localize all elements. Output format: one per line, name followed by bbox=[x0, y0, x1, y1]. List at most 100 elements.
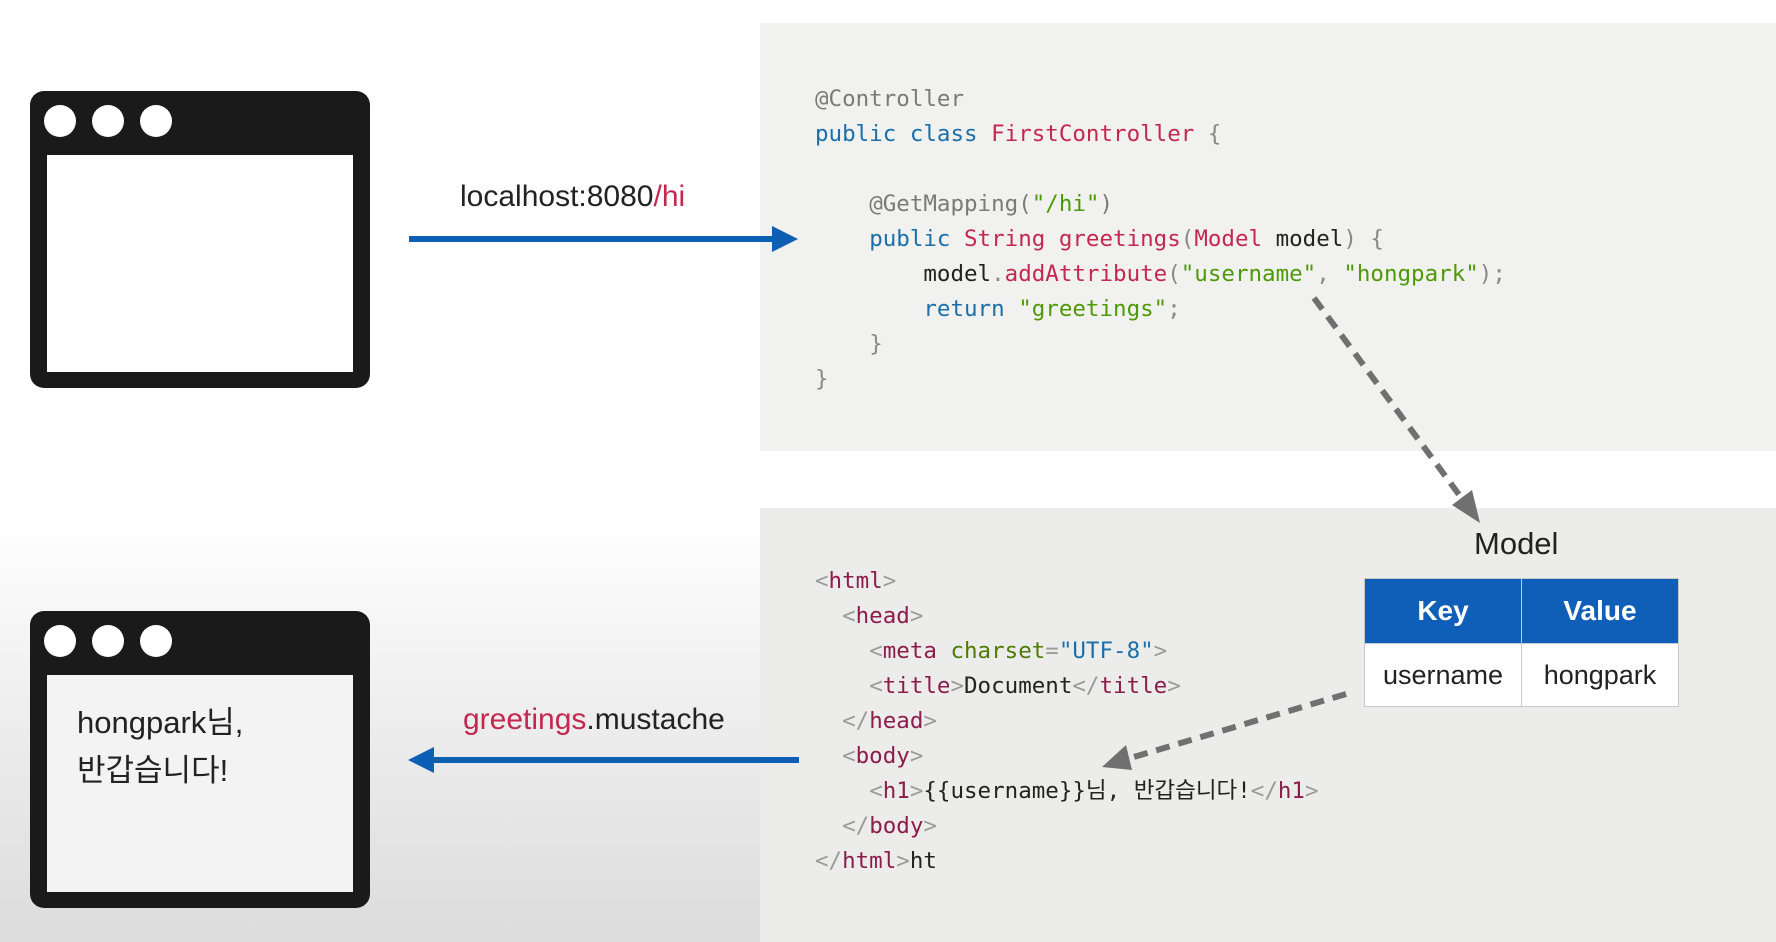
keyword: return bbox=[923, 296, 1005, 322]
tag-name: title bbox=[882, 673, 951, 699]
controller-code: @Controller public class FirstController… bbox=[815, 82, 1506, 397]
tag-name: meta bbox=[882, 638, 937, 664]
window-dot-icon bbox=[44, 105, 76, 137]
model-key-cell: username bbox=[1364, 643, 1522, 707]
request-url-label: localhost:8080/hi bbox=[460, 180, 685, 214]
url-path: /hi bbox=[653, 180, 686, 213]
text-content: ht bbox=[909, 848, 937, 874]
column-header-value: Value bbox=[1521, 578, 1679, 644]
identifier: model bbox=[923, 261, 992, 287]
punctuation: = bbox=[1045, 638, 1059, 664]
identifier: model bbox=[1275, 226, 1344, 252]
code-line: } bbox=[815, 327, 1506, 362]
window-dot-icon bbox=[140, 625, 172, 657]
code-line: public String greetings(Model model) { bbox=[815, 222, 1506, 257]
template-name-label: greetings.mustache bbox=[463, 703, 725, 737]
template-ext: .mustache bbox=[586, 703, 725, 736]
keyword: public bbox=[815, 121, 897, 147]
code-line: @Controller bbox=[815, 82, 1506, 117]
punctuation: . bbox=[991, 261, 1005, 287]
punctuation: ) { bbox=[1343, 226, 1384, 252]
tag-name: html bbox=[828, 568, 883, 594]
code-line: <title>Document</title> bbox=[815, 669, 1319, 704]
code-line: </html>ht bbox=[815, 844, 1319, 879]
punctuation: ; bbox=[1167, 296, 1181, 322]
code-line: return "greetings"; bbox=[815, 292, 1506, 327]
getmapping-annotation: @GetMapping( bbox=[869, 191, 1032, 217]
bracket: < bbox=[815, 568, 829, 594]
browser-window-response: hongpark님, 반갑습니다! bbox=[30, 611, 370, 908]
bracket: < bbox=[869, 778, 883, 804]
punctuation: ( bbox=[1180, 226, 1195, 252]
code-line: model.addAttribute("username", "hongpark… bbox=[815, 257, 1506, 292]
request-arrow bbox=[409, 226, 798, 252]
code-line: <meta charset="UTF-8"> bbox=[815, 634, 1319, 669]
bracket: < bbox=[842, 743, 856, 769]
dashed-arrow-to-template bbox=[1102, 691, 1347, 770]
bracket: </ bbox=[1072, 673, 1100, 699]
column-header-key: Key bbox=[1364, 578, 1522, 644]
table-row: username hongpark bbox=[1364, 643, 1679, 707]
bracket: > bbox=[1304, 778, 1319, 804]
rendered-greeting-line2: 반갑습니다! bbox=[77, 753, 229, 788]
tag-name: title bbox=[1099, 673, 1168, 699]
bracket: < bbox=[869, 638, 883, 664]
tag-name: head bbox=[855, 603, 910, 629]
browser-window-request bbox=[30, 91, 370, 388]
method-name: addAttribute bbox=[1004, 261, 1168, 287]
punctuation: } bbox=[869, 331, 883, 357]
url-host: localhost:8080 bbox=[460, 180, 654, 213]
string-literal: "greetings" bbox=[1018, 296, 1168, 322]
bracket: > bbox=[909, 603, 924, 629]
tag-name: h1 bbox=[882, 778, 910, 804]
tag-name: body bbox=[869, 813, 924, 839]
code-line: <body> bbox=[815, 739, 1319, 774]
bracket: > bbox=[909, 778, 924, 804]
window-dot-icon bbox=[92, 625, 124, 657]
keyword: public bbox=[869, 226, 951, 252]
code-line: <h1>{{username}}님, 반갑습니다!</h1> bbox=[815, 774, 1319, 809]
response-arrow bbox=[408, 747, 799, 773]
model-value-cell: hongpark bbox=[1521, 643, 1679, 707]
controller-annotation: @Controller bbox=[815, 86, 965, 112]
string-literal: "/hi" bbox=[1031, 191, 1100, 217]
tag-name: h1 bbox=[1277, 778, 1305, 804]
browser-screen: hongpark님, 반갑습니다! bbox=[47, 675, 353, 892]
bracket: > bbox=[909, 743, 924, 769]
bracket: </ bbox=[842, 708, 870, 734]
bracket: </ bbox=[842, 813, 870, 839]
code-line: <head> bbox=[815, 599, 1319, 634]
browser-screen bbox=[47, 155, 353, 372]
rendered-greeting-line1: hongpark님, bbox=[77, 705, 244, 740]
attribute-name: charset bbox=[950, 638, 1046, 664]
dashed-arrow-to-model bbox=[1311, 296, 1480, 523]
model-title: Model bbox=[1474, 526, 1559, 561]
code-line: public class FirstController { bbox=[815, 117, 1506, 152]
model-table: Key Value username hongpark bbox=[1364, 578, 1679, 707]
attribute-value: "UTF-8" bbox=[1058, 638, 1154, 664]
type-name: String bbox=[964, 226, 1046, 252]
code-line: </body> bbox=[815, 809, 1319, 844]
bracket: > bbox=[882, 568, 897, 594]
controller-code-panel bbox=[760, 23, 1776, 451]
punctuation: } bbox=[815, 366, 829, 392]
bracket: > bbox=[1153, 638, 1168, 664]
punctuation: , bbox=[1316, 261, 1330, 287]
code-line: @GetMapping("/hi") bbox=[815, 187, 1506, 222]
template-code: <html> <head> <meta charset="UTF-8"> <ti… bbox=[815, 564, 1319, 879]
text-content: {{username}}님, 반갑습니다! bbox=[923, 778, 1251, 804]
bracket: < bbox=[842, 603, 856, 629]
method-name: greetings bbox=[1058, 226, 1181, 252]
punctuation: ); bbox=[1478, 261, 1506, 287]
bracket: > bbox=[923, 813, 937, 839]
tag-name: html bbox=[842, 848, 897, 874]
string-literal: "username" bbox=[1180, 261, 1317, 287]
tag-name: head bbox=[869, 708, 924, 734]
bracket: </ bbox=[815, 848, 843, 874]
text-content: Document bbox=[964, 673, 1073, 699]
type-name: Model bbox=[1194, 226, 1263, 252]
window-dot-icon bbox=[44, 625, 76, 657]
code-line: <html> bbox=[815, 564, 1319, 599]
class-name: FirstController bbox=[991, 121, 1195, 147]
